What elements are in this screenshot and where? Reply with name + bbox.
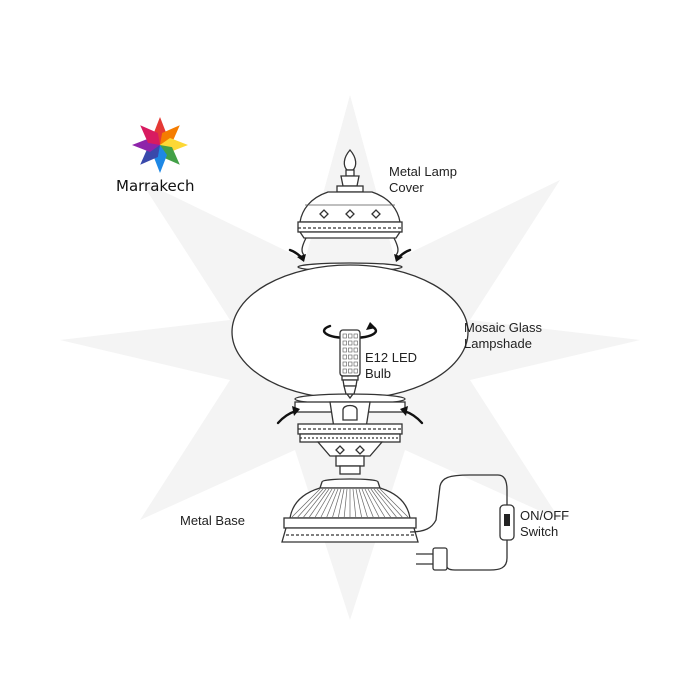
e12-led-bulb-label: E12 LED Bulb <box>365 350 417 382</box>
base-rib <box>320 488 336 518</box>
metal-lamp-cover-label: Metal Lamp Cover <box>389 164 457 196</box>
base-rib <box>297 488 324 518</box>
base-rib <box>352 488 357 518</box>
base-rib <box>338 488 345 518</box>
led-dot <box>342 333 347 339</box>
led-dot <box>342 368 347 374</box>
on-off-switch-label: ON/OFF Switch <box>520 508 569 540</box>
shade-label-line1: Mosaic Glass <box>464 320 543 335</box>
switch-label-line2: Switch <box>520 524 559 539</box>
base-rib <box>326 488 339 518</box>
power-plug <box>416 547 448 571</box>
bulb-label-line1: E12 LED <box>365 350 418 365</box>
base-rib <box>379 488 409 518</box>
led-dot <box>342 354 347 360</box>
led-dot <box>353 361 358 367</box>
base-rib <box>303 488 327 518</box>
base-rib <box>332 488 342 518</box>
switch-label-line1: ON/OFF <box>520 508 570 523</box>
on-off-switch <box>499 504 515 541</box>
cover-label-line1: Metal Lamp <box>389 164 457 179</box>
base-rib <box>291 488 321 518</box>
cover-label-line2: Cover <box>389 180 424 195</box>
base-rib <box>373 488 397 518</box>
led-dot <box>342 340 347 346</box>
socket-collar <box>276 401 424 443</box>
led-dots <box>342 333 358 374</box>
base-rib <box>376 488 403 518</box>
led-dot <box>353 354 358 360</box>
led-dot <box>348 354 353 360</box>
metal-base-label: Metal Base <box>180 513 246 528</box>
led-dot <box>342 361 347 367</box>
e12-led-bulb <box>322 322 378 400</box>
led-dot <box>353 340 358 346</box>
base-rib <box>358 488 368 518</box>
led-dot <box>348 333 353 339</box>
base-ribs <box>291 488 409 518</box>
led-dot <box>342 347 347 353</box>
mosaic-glass-lampshade-label: Mosaic Glass Lampshade <box>464 320 542 352</box>
brand-logo-star <box>132 117 188 173</box>
base-rib <box>370 488 391 518</box>
metal-base <box>281 441 419 543</box>
led-dot <box>348 340 353 346</box>
led-dot <box>353 368 358 374</box>
led-dot <box>353 333 358 339</box>
metal-lamp-cover <box>288 149 412 262</box>
base-rib <box>343 488 348 518</box>
logo-petal <box>140 125 160 145</box>
led-dot <box>348 361 353 367</box>
shade-label-line2: Lampshade <box>464 336 532 351</box>
base-rib <box>361 488 374 518</box>
brand-name: Marrakech <box>116 177 195 195</box>
logo-petal <box>160 145 180 165</box>
led-dot <box>353 347 358 353</box>
logo-petal <box>140 145 160 165</box>
led-dot <box>348 368 353 374</box>
bulb-label-line2: Bulb <box>365 366 392 381</box>
logo-petal <box>160 125 180 145</box>
base-rib <box>314 488 333 518</box>
led-dot <box>348 347 353 353</box>
base-rib <box>364 488 380 518</box>
base-rib <box>355 488 362 518</box>
base-rib <box>367 488 386 518</box>
base-rib <box>309 488 330 518</box>
